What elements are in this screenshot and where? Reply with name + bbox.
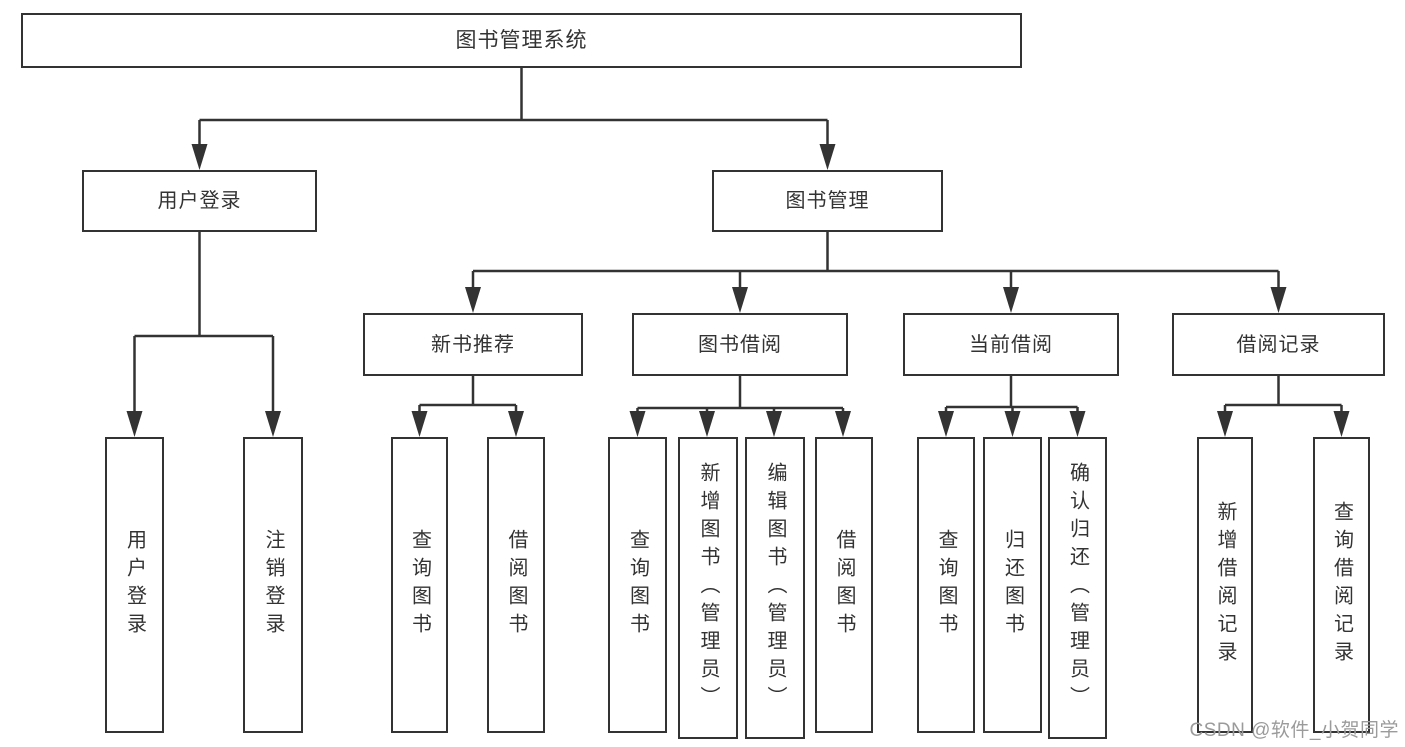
node-book-management: 图书管理	[712, 170, 943, 232]
leaf-add-books-admin: 新增图书（管理员）	[678, 437, 738, 739]
node-user-login: 用户登录	[82, 170, 317, 232]
node-new-book-recommend: 新书推荐	[363, 313, 583, 376]
leaf-user-login: 用户登录	[105, 437, 164, 733]
leaf-logout: 注销登录	[243, 437, 303, 733]
leaf-return-books: 归还图书	[983, 437, 1042, 733]
leaf-borrow-books-recommend: 借阅图书	[487, 437, 545, 733]
leaf-query-books-borrowing: 查询图书	[608, 437, 667, 733]
node-current-borrowing: 当前借阅	[903, 313, 1119, 376]
node-book-borrowing: 图书借阅	[632, 313, 848, 376]
leaf-query-books-current: 查询图书	[917, 437, 975, 733]
leaf-confirm-return-admin: 确认归还（管理员）	[1048, 437, 1107, 739]
node-borrow-records: 借阅记录	[1172, 313, 1385, 376]
csdn-watermark: CSDN @软件_小贺同学	[1189, 720, 1399, 741]
leaf-edit-books-admin: 编辑图书（管理员）	[745, 437, 805, 739]
leaf-query-books-recommend: 查询图书	[391, 437, 448, 733]
leaf-borrow-books-borrowing: 借阅图书	[815, 437, 873, 733]
node-library-management-system: 图书管理系统	[21, 13, 1022, 68]
leaf-add-borrow-record: 新增借阅记录	[1197, 437, 1253, 733]
leaf-query-borrow-record: 查询借阅记录	[1313, 437, 1370, 733]
